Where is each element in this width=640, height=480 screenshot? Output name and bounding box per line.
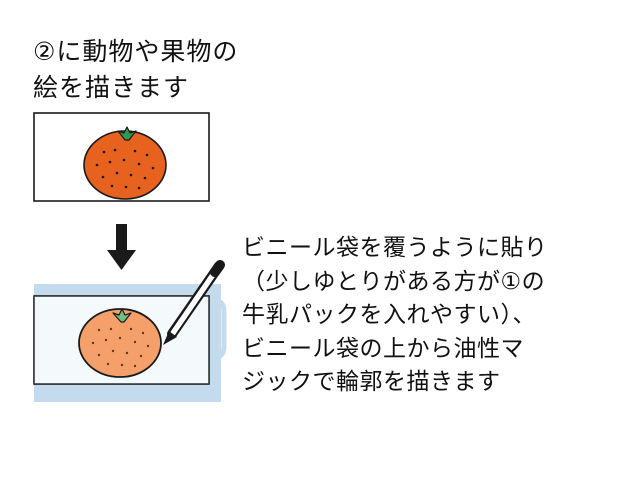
traced-orange-fruit <box>78 308 162 378</box>
arrow-down-icon <box>107 224 136 270</box>
traced-leaf-icon <box>112 308 132 323</box>
instruction-line-1: ビニール袋を覆うように貼り <box>242 235 548 261</box>
vinyl-bag-edge <box>215 297 227 361</box>
instruction-line-3: 牛乳パックを入れやすい）、 <box>242 302 536 328</box>
orange-drawing <box>83 126 167 200</box>
instruction-line-2: （少しゆとりがある方が①の <box>242 268 546 295</box>
instruction-text: ビニール袋を覆うように貼り （少しゆとりがある方が①の 牛乳パックを入れやすい）… <box>242 232 632 400</box>
leaf-icon <box>117 126 137 141</box>
drawing-panel <box>33 112 210 202</box>
step-title-line-1: ②に動物や果物の <box>33 37 239 66</box>
step-title: ②に動物や果物の 絵を描きます <box>33 34 333 106</box>
traced-orange-dots <box>91 327 150 368</box>
marker-pen-icon <box>163 260 225 345</box>
instruction-line-5: ジックで輪郭を描きます <box>242 369 501 395</box>
traced-panel <box>33 284 227 402</box>
instruction-line-4: ビニール袋の上から油性マ <box>242 335 524 362</box>
step-title-line-2: 絵を描きます <box>33 73 190 102</box>
traced-orange <box>78 308 162 378</box>
orange-dots <box>95 148 155 190</box>
